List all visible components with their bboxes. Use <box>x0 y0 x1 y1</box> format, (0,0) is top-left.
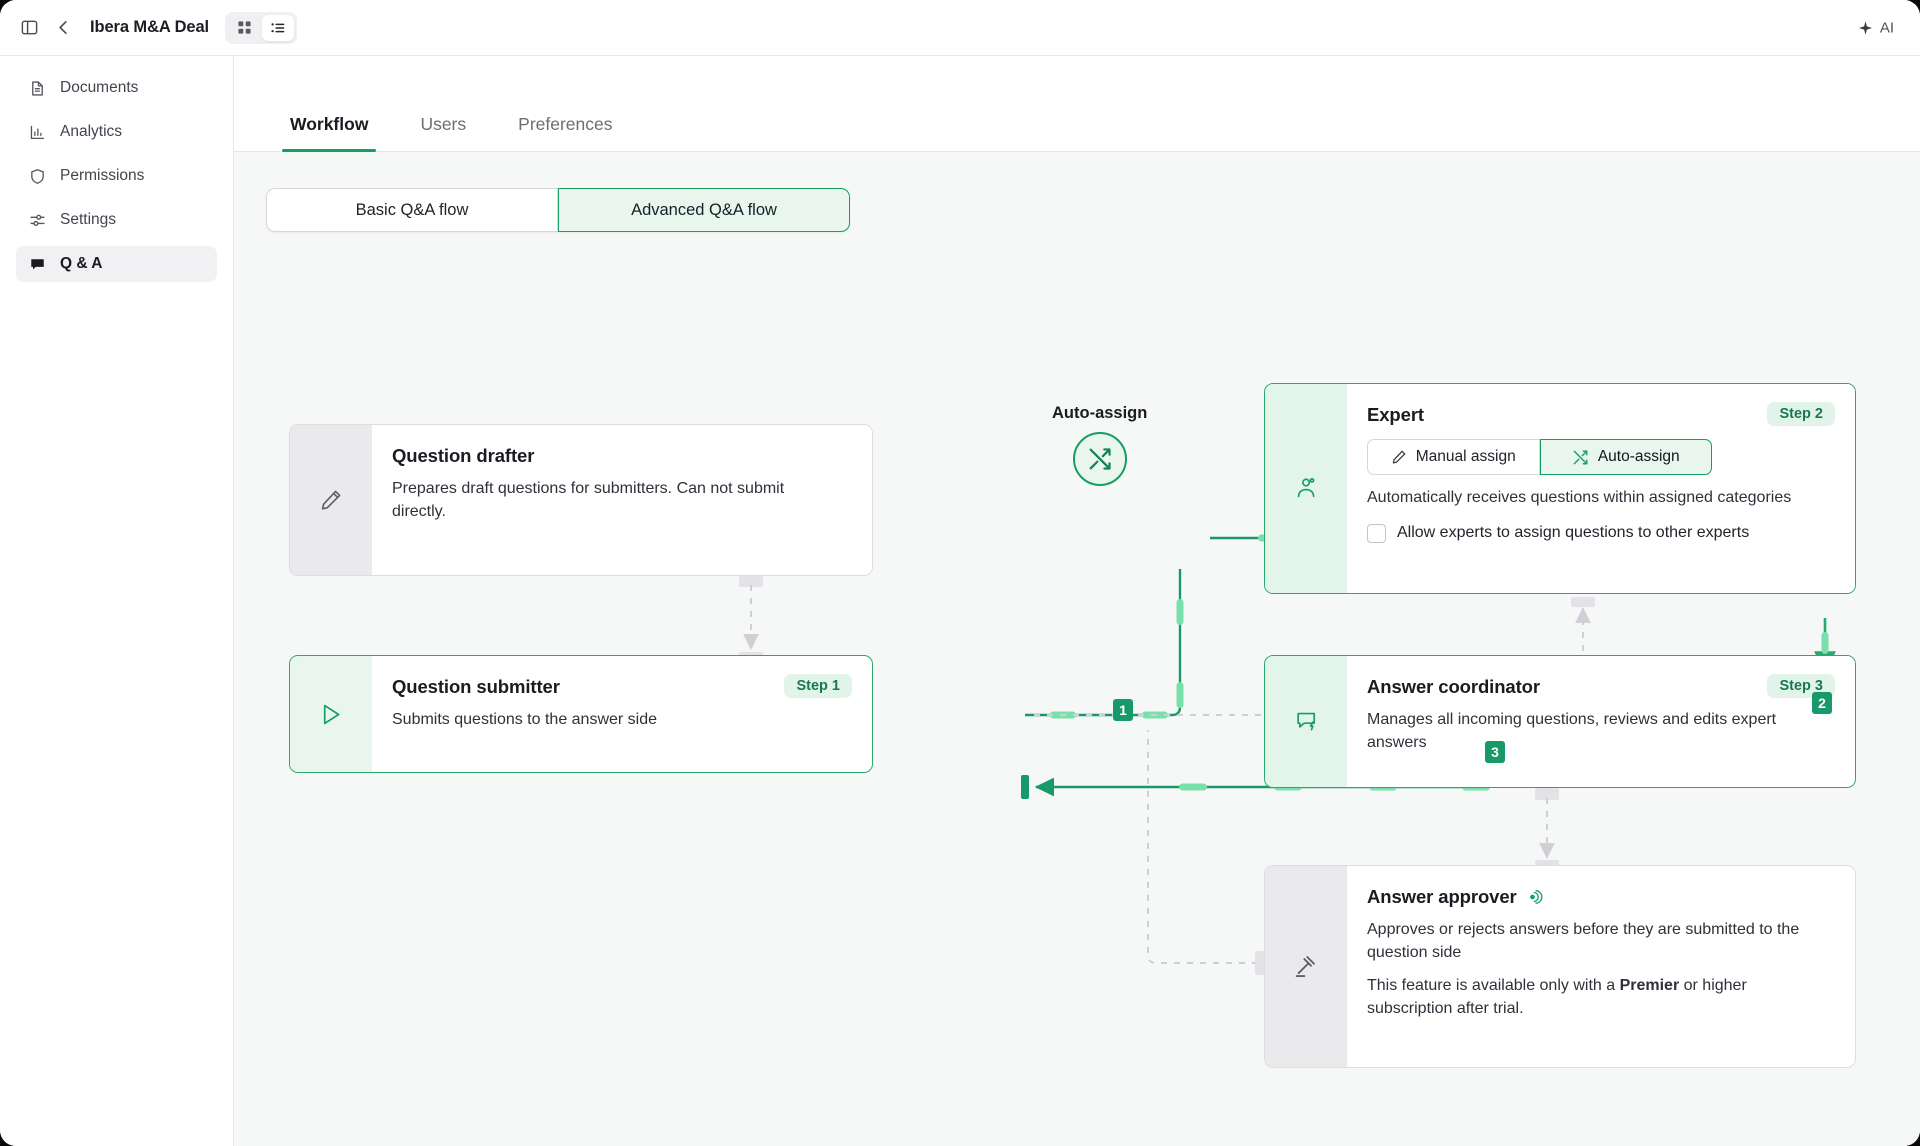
flow-type-toggle: Basic Q&A flow Advanced Q&A flow <box>266 188 850 232</box>
tab-bar: Workflow Users Preferences <box>234 56 1920 152</box>
node-subscription-note: This feature is available only with a Pr… <box>1367 975 1822 1020</box>
send-arrow-icon <box>290 656 372 772</box>
node-title: Answer coordinator <box>1367 676 1540 697</box>
node-description: Approves or rejects answers before they … <box>1367 921 1800 961</box>
view-switch <box>225 11 298 44</box>
gavel-icon <box>1265 866 1347 1067</box>
bar-chart-icon <box>28 123 46 141</box>
node-description: Manages all incoming questions, reviews … <box>1367 711 1777 751</box>
node-title: Expert <box>1367 404 1424 425</box>
status-badge: Step 1 <box>784 674 852 698</box>
node-description: Automatically receives questions within … <box>1367 489 1792 506</box>
node-title: Question submitter <box>392 676 560 697</box>
tab-users[interactable]: Users <box>420 114 467 134</box>
node-title-text: Answer approver <box>1367 886 1517 907</box>
tab-workflow[interactable]: Workflow <box>282 114 377 152</box>
node-answer-approver[interactable]: Answer approver Approves or rejects answ… <box>1264 865 1856 1068</box>
advanced-flow-button[interactable]: Advanced Q&A flow <box>558 188 850 232</box>
user-gear-icon <box>1265 384 1347 593</box>
auto-assign-node[interactable]: Auto-assign <box>1052 404 1147 486</box>
shield-icon <box>28 167 46 185</box>
node-description: Submits questions to the answer side <box>392 711 658 728</box>
list-view-icon[interactable] <box>262 14 295 41</box>
sidebar-item-label: Analytics <box>60 123 123 140</box>
status-badge: Step 2 <box>1767 402 1835 426</box>
node-answer-coordinator[interactable]: Answer coordinator Manages all incoming … <box>1264 655 1856 788</box>
premium-swirl-icon <box>1526 888 1544 906</box>
tab-preferences[interactable]: Preferences <box>518 114 613 134</box>
auto-assign-button[interactable]: Auto-assign <box>1539 439 1712 475</box>
note-prefix: This feature is available only with a <box>1367 977 1620 995</box>
node-title: Question drafter <box>392 445 535 466</box>
sidebar-item-label: Documents <box>60 79 139 96</box>
sliders-icon <box>28 211 46 229</box>
chevron-left-icon[interactable] <box>48 13 78 43</box>
sidebar-item-label: Permissions <box>60 167 145 184</box>
ai-button-label: AI <box>1879 19 1894 36</box>
sidebar: Documents Analytics Permissions <box>0 56 234 1146</box>
document-icon <box>28 79 46 97</box>
node-body: Answer approver Approves or rejects answ… <box>1347 866 1855 1067</box>
allow-experts-assign-label: Allow experts to assign questions to oth… <box>1397 524 1750 542</box>
pencil-icon <box>290 425 372 575</box>
assign-mode-switch: Manual assign <box>1367 439 1712 475</box>
sidebar-item-label: Settings <box>60 211 117 228</box>
sidebar-item-documents[interactable]: Documents <box>16 70 217 106</box>
workflow-canvas[interactable]: Basic Q&A flow Advanced Q&A flow <box>234 152 1920 1146</box>
basic-flow-button[interactable]: Basic Q&A flow <box>266 188 558 232</box>
allow-experts-assign-checkbox[interactable] <box>1367 523 1386 543</box>
sidebar-item-analytics[interactable]: Analytics <box>16 114 217 150</box>
shuffle-icon[interactable] <box>1072 432 1127 486</box>
sparkle-icon <box>1858 20 1873 35</box>
edge-label-2: 2 <box>1812 692 1832 714</box>
main-content: Workflow Users Preferences Basic Q&A flo… <box>234 56 1920 1146</box>
pencil-icon <box>1391 449 1407 465</box>
auto-assign-label: Auto-assign <box>1052 404 1148 422</box>
page-title: Ibera M&A Deal <box>90 18 210 36</box>
note-plan-name: Premier <box>1619 977 1680 995</box>
top-bar: Ibera M&A Deal <box>0 0 1920 56</box>
manual-assign-label: Manual assign <box>1415 448 1516 465</box>
node-body: Expert Step 2 Manual assign <box>1347 384 1855 593</box>
shuffle-icon <box>1572 449 1589 466</box>
edge-label-3: 3 <box>1485 741 1505 763</box>
node-body: Question submitter Submits questions to … <box>372 656 872 772</box>
note-suffix: or higher subscription after trial. <box>1367 977 1747 1018</box>
sidebar-item-permissions[interactable]: Permissions <box>16 158 217 194</box>
grid-view-icon[interactable] <box>228 15 260 41</box>
node-expert[interactable]: Expert Step 2 Manual assign <box>1264 383 1856 594</box>
manual-assign-button[interactable]: Manual assign <box>1367 439 1540 475</box>
node-body: Answer coordinator Manages all incoming … <box>1347 656 1855 787</box>
chat-bubble-icon <box>28 255 46 273</box>
node-description: Prepares draft questions for submitters.… <box>392 480 785 520</box>
sidebar-item-qa[interactable]: Q & A <box>16 246 217 282</box>
node-body: Question drafter Prepares draft question… <box>372 425 872 575</box>
node-question-drafter[interactable]: Question drafter Prepares draft question… <box>289 424 873 576</box>
sidebar-panel-icon[interactable] <box>14 13 44 43</box>
edge-label-1: 1 <box>1113 699 1133 721</box>
sidebar-item-settings[interactable]: Settings <box>16 202 217 238</box>
sidebar-item-label: Q & A <box>60 255 103 272</box>
ai-button[interactable]: AI <box>1850 14 1902 41</box>
node-question-submitter[interactable]: Question submitter Submits questions to … <box>289 655 873 773</box>
allow-experts-assign-row[interactable]: Allow experts to assign questions to oth… <box>1367 523 1833 543</box>
auto-assign-label: Auto-assign <box>1597 448 1680 465</box>
node-title: Answer approver <box>1367 886 1833 908</box>
chat-bolt-icon <box>1265 656 1347 787</box>
